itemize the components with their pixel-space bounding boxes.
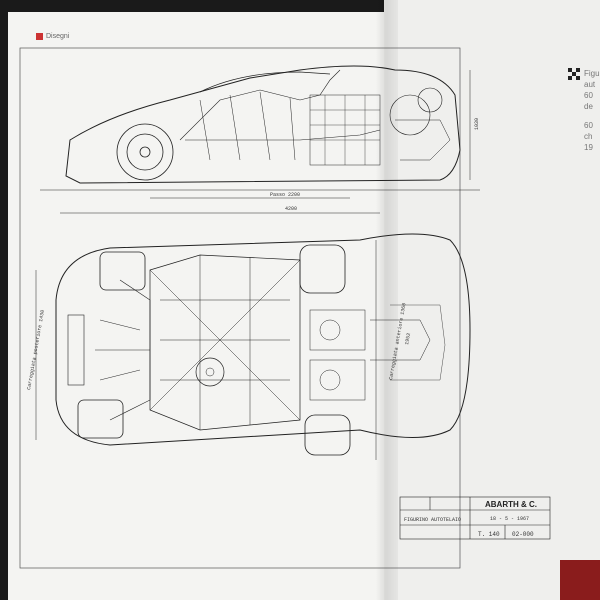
caption-text: Figu aut 60 de 60 ch 19 — [584, 68, 600, 153]
drawing-date: 18 - 5 - 1967 — [490, 516, 529, 522]
checkered-flag-icon — [568, 68, 580, 80]
caption-line: de — [584, 102, 593, 111]
drawing-frame — [19, 47, 461, 569]
model-code: T. 140 — [478, 531, 500, 538]
book-right-page — [384, 0, 600, 600]
side-view — [40, 65, 480, 214]
book-cover-edge — [560, 560, 600, 600]
overall-length-label: 4200 — [285, 206, 297, 212]
drawing-title: FIGURINO AUTOTELAIO — [404, 517, 461, 523]
drawing-number: 02-000 — [512, 531, 534, 538]
caption-line: 60 — [584, 121, 593, 130]
caption-line: aut — [584, 80, 596, 89]
width-label: 1952 — [404, 332, 412, 345]
top-view — [35, 233, 471, 460]
caption-line: 60 — [584, 91, 593, 100]
company-name: ABARTH & C. — [485, 500, 537, 509]
caption-line: Figu — [584, 69, 600, 78]
height-label: 1030 — [474, 118, 480, 130]
book-gutter-shadow — [376, 0, 398, 600]
section-marker-icon — [36, 33, 43, 40]
title-block — [399, 496, 551, 540]
wheelbase-label: Passo 2200 — [270, 192, 300, 198]
section-label: Disegni — [46, 33, 70, 40]
caption-line: 19 — [584, 143, 593, 152]
caption-line: ch — [584, 132, 593, 141]
